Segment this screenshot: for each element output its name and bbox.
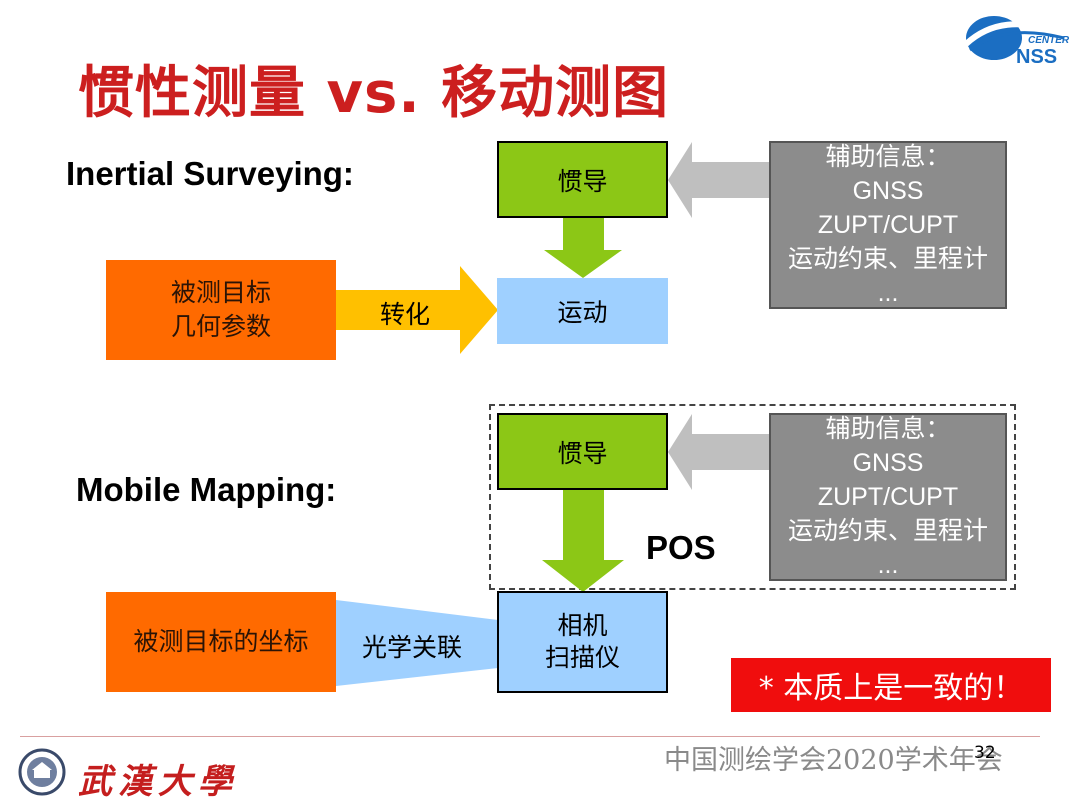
mobile-ins-box: 惯导 (497, 413, 668, 490)
mobile-aux-arrow (668, 414, 770, 490)
slide-title: 惯性测量 vs. 移动测图 (78, 61, 670, 126)
mobile-sensor-line-2: 扫描仪 (544, 643, 620, 672)
inertial-arrow-label: 转化 (380, 300, 431, 329)
nss-logo-top-text: CENTER (1028, 35, 1070, 46)
pos-label: POS (646, 529, 716, 566)
inertial-aux-arrow (668, 142, 770, 218)
inertial-target-line-1: 被测目标 (170, 278, 271, 307)
conference-name: 中国测绘学会2020学术年会 (664, 745, 1003, 776)
mobile-link-trapezoid (336, 600, 498, 686)
mobile-mapping-label: Mobile Mapping: (76, 471, 337, 508)
inertial-motion-box: 运动 (497, 278, 668, 344)
nss-logo-main-text: NSS (1016, 46, 1058, 68)
mobile-aux-line-3: ZUPT/CUPT (817, 483, 959, 511)
mobile-target-box: 被测目标的坐标 (106, 592, 336, 692)
mobile-aux-line-1: 辅助信息： (825, 414, 951, 443)
inertial-aux-line-1: 辅助信息： (825, 142, 951, 171)
inertial-aux-line-4: 运动约束、里程计 (787, 244, 988, 273)
inertial-target-box: 被测目标 几何参数 (106, 260, 336, 360)
mobile-down-arrow (542, 490, 624, 592)
mobile-aux-line-5: ... (877, 551, 899, 579)
pos-dashed-frame (489, 404, 1016, 590)
inertial-aux-line-2: GNSS (852, 177, 924, 205)
inertial-yellow-arrow (336, 266, 498, 354)
mobile-aux-line-4: 运动约束、里程计 (787, 516, 988, 545)
nss-logo: CENTER NSS (960, 4, 1070, 70)
mobile-sensor-box: 相机 扫描仪 (497, 591, 668, 693)
mobile-sensor-line-1: 相机 (557, 611, 608, 640)
nss-logo-icon (963, 16, 1066, 60)
mobile-aux-box: 辅助信息： GNSS ZUPT/CUPT 运动约束、里程计 ... (769, 413, 1007, 581)
inertial-surveying-label: Inertial Surveying: (66, 155, 354, 192)
mobile-aux-line-2: GNSS (852, 449, 924, 477)
inertial-down-arrow (544, 218, 622, 278)
conclusion-banner: * 本质上是一致的！ (731, 658, 1051, 712)
university-name: 武漢大學 (78, 762, 238, 802)
inertial-target-line-2: 几何参数 (170, 312, 271, 341)
university-emblem-icon (18, 748, 66, 796)
inertial-ins-box: 惯导 (497, 141, 668, 218)
inertial-aux-line-5: ... (877, 279, 899, 307)
footer-divider (20, 736, 1040, 737)
mobile-link-label: 光学关联 (362, 633, 463, 662)
inertial-aux-box: 辅助信息： GNSS ZUPT/CUPT 运动约束、里程计 ... (769, 141, 1007, 309)
page-number: 32 (974, 743, 996, 763)
inertial-aux-line-3: ZUPT/CUPT (817, 211, 959, 239)
